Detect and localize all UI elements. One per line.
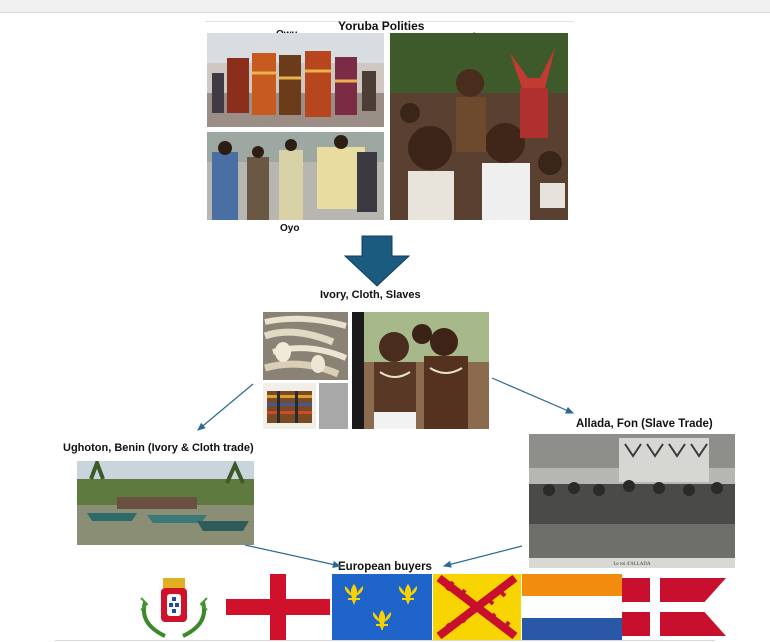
flag-dutch-prince-icon <box>522 574 622 640</box>
down-arrow <box>345 236 409 286</box>
photo-enslaved-men <box>352 312 489 429</box>
connector-goods-to-benin <box>198 384 253 430</box>
photo-allada-king-court: Le roi d'ALLADA <box>529 434 735 568</box>
flag-england-icon <box>226 574 330 640</box>
photo-ivory-tusks <box>263 312 348 380</box>
photo-caption-allada: Le roi d'ALLADA <box>529 562 735 567</box>
flag-france-icon <box>332 574 432 640</box>
flag-denmark-swallowtail-icon <box>622 578 726 636</box>
connector-benin-to-buyers <box>245 545 340 566</box>
photo-gray-block <box>319 383 348 429</box>
connector-allada-to-buyers <box>444 546 522 566</box>
photo-kente-cloth <box>263 383 316 429</box>
photo-ughoton-waterfront <box>77 461 254 545</box>
flag-spain-burgundy-cross-icon <box>433 574 521 640</box>
bottom-divider <box>55 640 715 641</box>
flag-portugal-coat-of-arms-icon <box>135 574 213 640</box>
connector-goods-to-allada <box>492 378 573 413</box>
